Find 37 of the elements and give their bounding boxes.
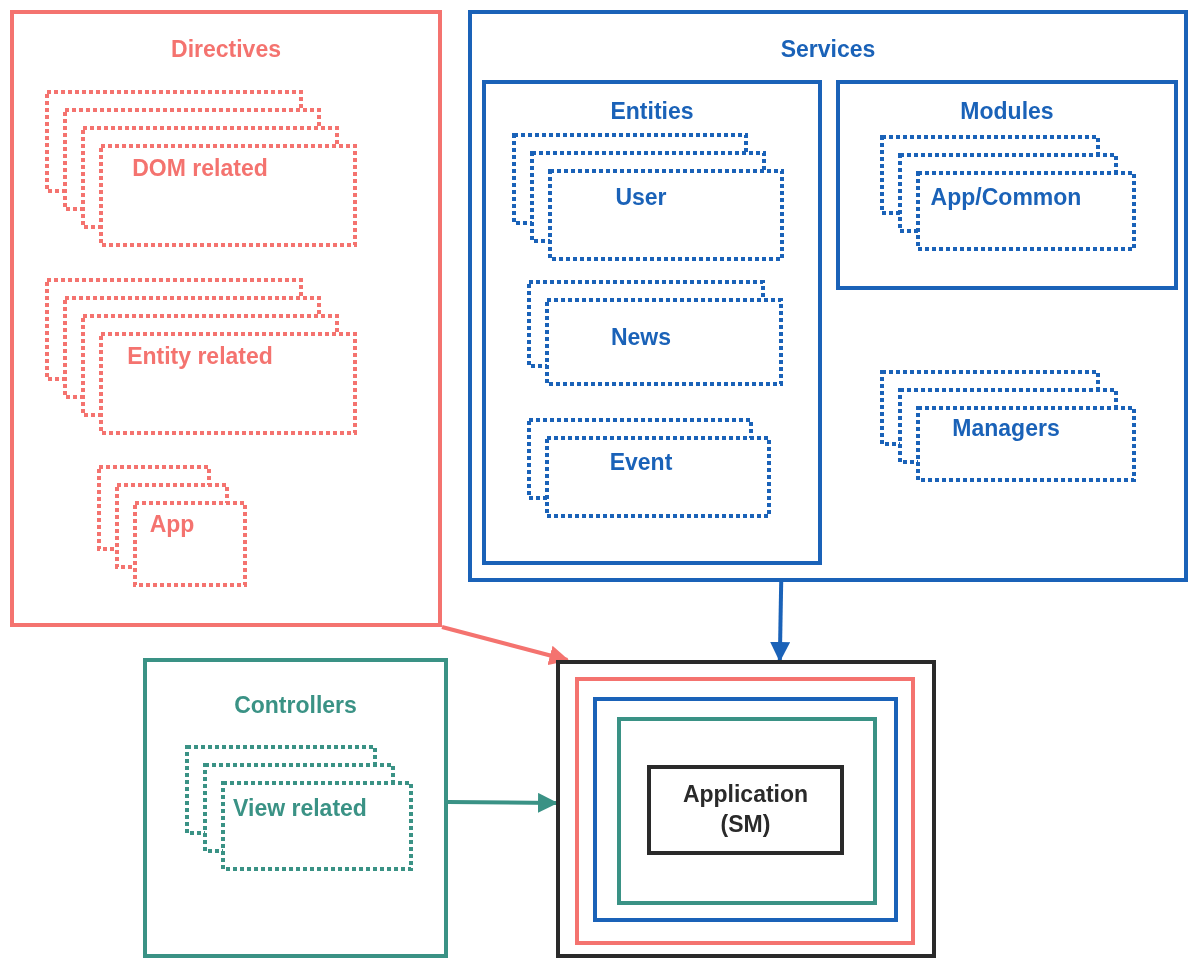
group-title: Entities [610,98,694,125]
card-label: Event [609,448,673,476]
card-label: DOM related [132,154,268,182]
stacked-cards [527,418,771,518]
stacked-cards [527,280,783,386]
arrow [441,625,570,666]
group-title: Modules [960,98,1054,125]
group-panel [836,80,1178,290]
stacked-cards [512,133,784,261]
stacked-cards [45,278,357,435]
arrow [447,792,558,813]
card-label: App [149,510,195,538]
group-panel [10,10,442,627]
stacked-cards [185,745,413,871]
group-title: Services [780,36,876,63]
card-label: App/Common [930,183,1082,211]
group-panel [143,658,448,958]
group-title: Controllers [234,692,357,719]
card-label: User [615,183,667,211]
application-box [647,765,844,855]
group-panel [482,80,822,565]
card-label: Managers [952,414,1060,442]
arrow [770,581,791,662]
stacked-cards [45,90,357,247]
frame [575,677,915,945]
card-label: News [610,323,672,351]
stacked-cards [97,465,247,587]
group-title: Directives [171,36,281,63]
frame [617,717,877,905]
frame [556,660,936,958]
card-label: Entity related [127,342,273,370]
group-panel [468,10,1188,582]
stacked-cards [880,370,1136,482]
box-label: Application (SM) [681,780,810,839]
frame [593,697,898,922]
stacked-cards [880,135,1136,251]
card-label: View related [233,794,367,822]
